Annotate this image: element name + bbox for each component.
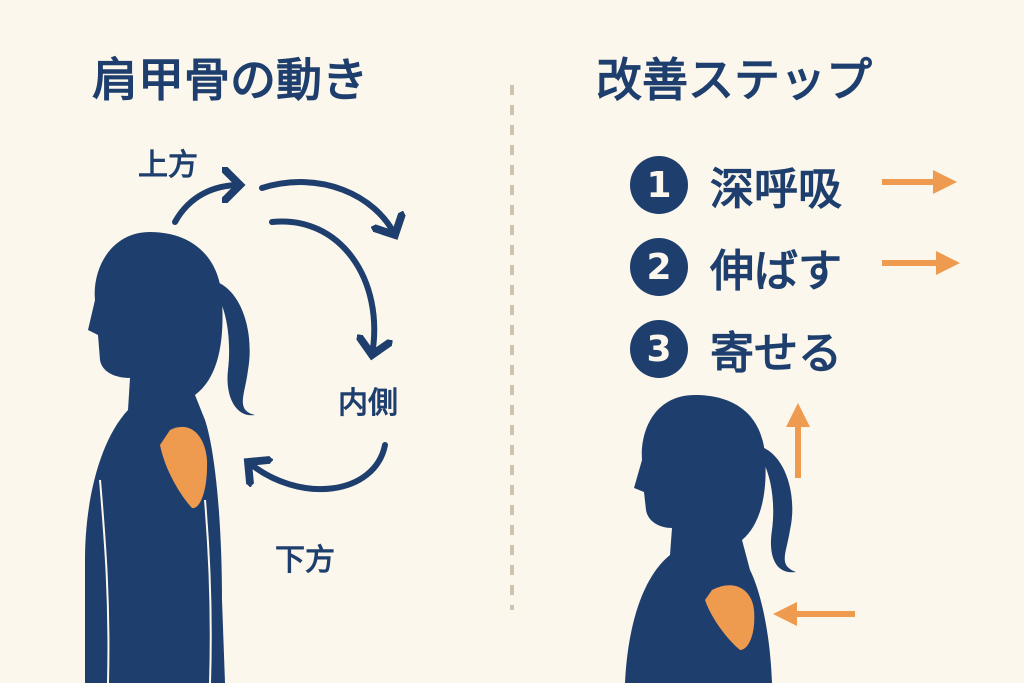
step-number-badge: 3 [630, 320, 688, 378]
step-2: 2 伸ばす [630, 235, 842, 299]
left-woman-silhouette [85, 232, 255, 683]
right-scapula [705, 585, 755, 650]
label-inner: 内側 [338, 386, 398, 421]
step-label: 伸ばす [710, 246, 842, 297]
step-number-badge: 2 [630, 238, 688, 296]
step-label: 深呼吸 [710, 164, 842, 215]
right-woman-silhouette [625, 395, 796, 683]
label-downward: 下方 [275, 543, 335, 578]
left-scapula [160, 426, 208, 509]
step-label: 寄せる [710, 328, 842, 379]
step-number-badge: 1 [630, 156, 688, 214]
step-1: 1 深呼吸 [630, 153, 842, 217]
movement-arrows [172, 182, 395, 493]
left-title: 肩甲骨の動き [92, 53, 368, 107]
right-title: 改善ステップ [596, 53, 872, 107]
label-upward: 上方 [138, 148, 198, 183]
step-3: 3 寄せる [630, 317, 842, 381]
orange-arrows [773, 170, 960, 626]
